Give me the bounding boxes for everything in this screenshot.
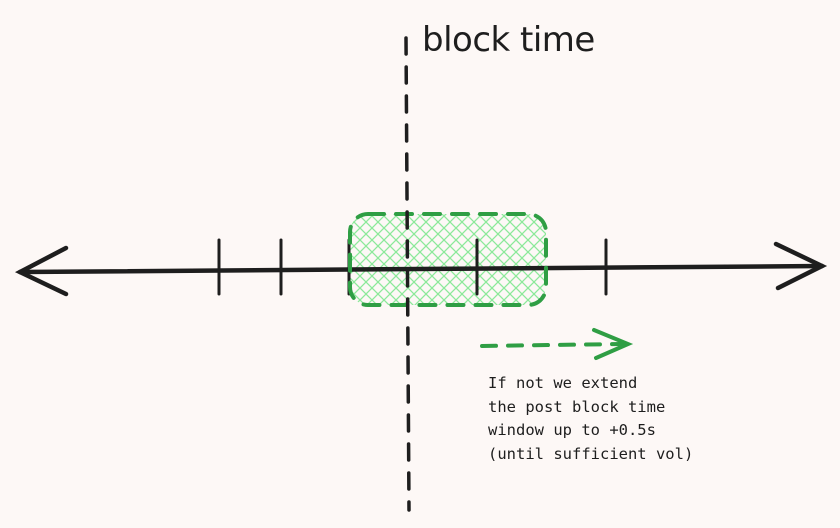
right-arrowhead [773,241,828,291]
extension-note: If not we extend the post block time win… [488,372,693,466]
block-time-marker [404,36,411,512]
extension-arrowhead [592,328,634,360]
note-line-3: window up to +0.5s [488,421,656,439]
note-line-2: the post block time [488,397,666,416]
timeline-axis [14,241,828,297]
extension-arrow-shaft [480,342,624,348]
left-arrowhead [14,245,69,297]
time-window [350,214,546,305]
block-time-label: block time [422,20,595,60]
note-line-4: (until sufficient vol) [488,444,694,463]
note-line-1: If not we extend [488,374,638,392]
time-window-outline [348,212,548,307]
timeline-line [17,263,825,275]
extension-arrow [480,328,634,360]
time-window-fill [350,214,546,305]
